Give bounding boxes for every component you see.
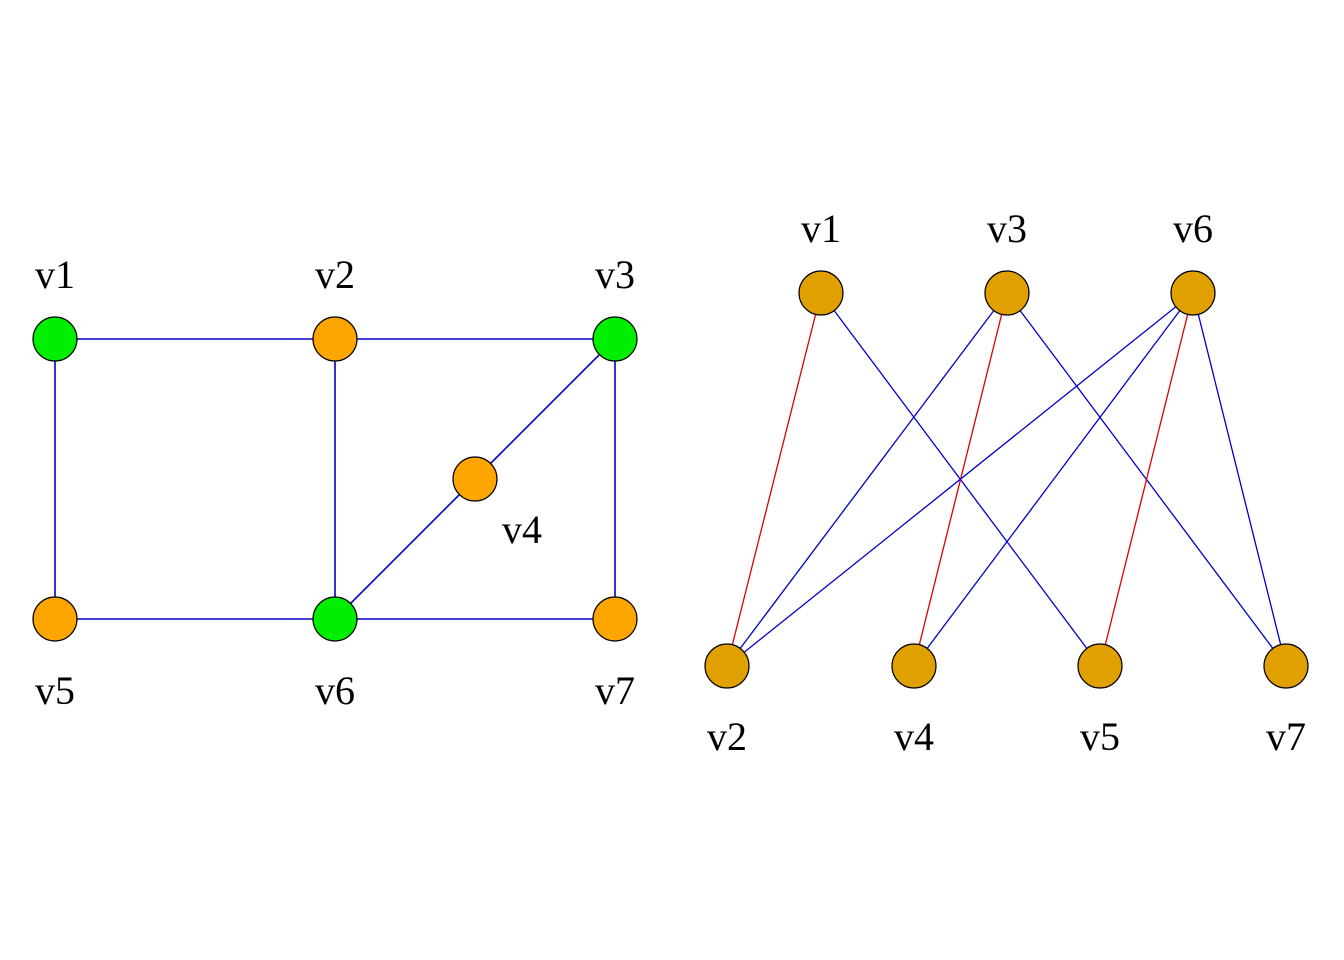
left-node-label-v5: v5 — [35, 668, 75, 713]
bipartite-bottom-node-v2 — [704, 643, 750, 689]
left-node-label-v3: v3 — [595, 252, 635, 297]
left-node-v6 — [312, 596, 358, 642]
left-node-v1 — [32, 316, 78, 362]
bipartite-top-label-v6: v6 — [1173, 206, 1213, 251]
bipartite-edge-v6-v5-matching — [1099, 292, 1194, 667]
bipartite-bottom-label-v4: v4 — [894, 714, 934, 759]
left-node-v4 — [452, 456, 498, 502]
bipartite-top-node-v1 — [798, 270, 844, 316]
left-graph-edges — [54, 338, 616, 620]
left-graph: v1 v2 v3 v4 v5 v6 v7 — [32, 252, 638, 713]
bipartite-bottom-label-v7: v7 — [1266, 714, 1306, 759]
bipartite-graph-nodes — [704, 270, 1309, 689]
left-graph-labels: v1 v2 v3 v4 v5 v6 v7 — [35, 252, 635, 713]
bipartite-edge-v6-v4 — [913, 292, 1194, 667]
left-edge-v4-v6 — [334, 478, 476, 620]
left-node-label-v7: v7 — [595, 668, 635, 713]
bipartite-edge-v6-v7 — [1192, 292, 1287, 667]
bipartite-edge-v6-v2 — [726, 292, 1194, 667]
left-node-label-v6: v6 — [315, 668, 355, 713]
bipartite-top-node-v6 — [1170, 270, 1216, 316]
bipartite-bottom-node-v5 — [1077, 643, 1123, 689]
left-node-label-v1: v1 — [35, 252, 75, 297]
bipartite-edge-v3-v2 — [726, 292, 1008, 667]
left-node-v3 — [592, 316, 638, 362]
bipartite-graph-labels: v1 v3 v6 v2 v4 v5 v7 — [707, 206, 1306, 759]
bipartite-graph-edges — [726, 292, 1287, 667]
left-node-v5 — [32, 596, 78, 642]
left-edge-v3-v4 — [474, 338, 616, 480]
left-graph-nodes — [32, 316, 638, 642]
left-node-v7 — [592, 596, 638, 642]
left-node-v2 — [312, 316, 358, 362]
bipartite-top-label-v1: v1 — [801, 206, 841, 251]
bipartite-edge-v1-v2-matching — [726, 292, 822, 667]
bipartite-bottom-node-v4 — [891, 643, 937, 689]
bipartite-bottom-label-v5: v5 — [1080, 714, 1120, 759]
left-node-label-v2: v2 — [315, 252, 355, 297]
bipartite-top-label-v3: v3 — [987, 206, 1027, 251]
bipartite-bottom-label-v2: v2 — [707, 714, 747, 759]
left-node-label-v4: v4 — [502, 507, 542, 552]
right-bipartite-graph: v1 v3 v6 v2 v4 v5 v7 — [704, 206, 1309, 759]
bipartite-bottom-node-v7 — [1263, 643, 1309, 689]
bipartite-top-node-v3 — [984, 270, 1030, 316]
